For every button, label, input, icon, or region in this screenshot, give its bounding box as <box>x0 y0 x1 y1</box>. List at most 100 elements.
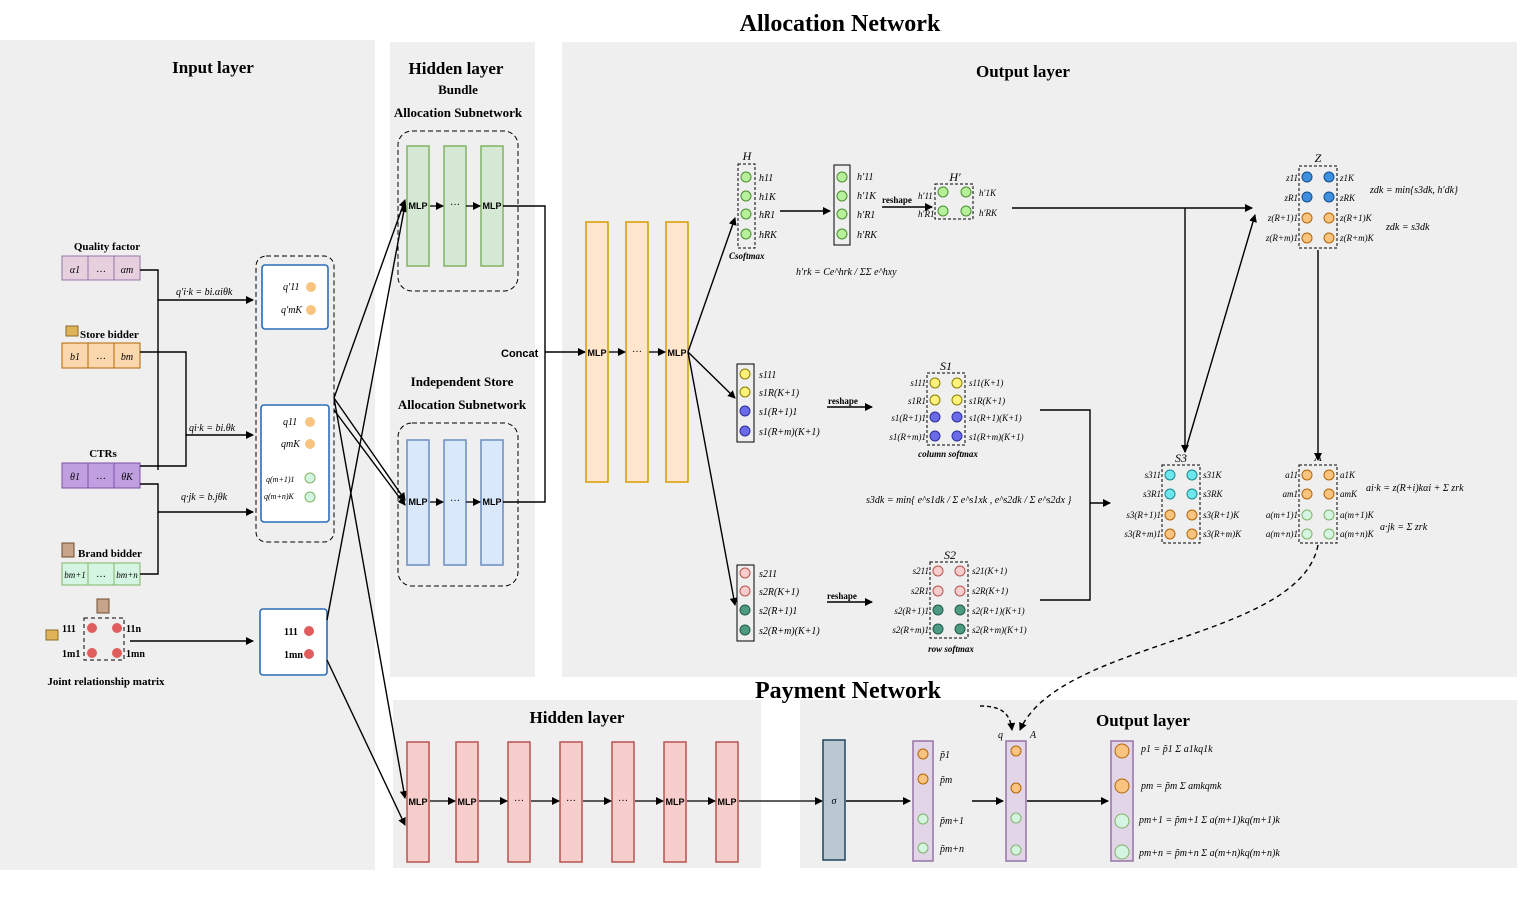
Hprime-node <box>960 205 972 217</box>
reshape-label-3: reshape <box>827 591 857 601</box>
store-small-icon <box>45 629 59 641</box>
payment-node <box>1114 743 1130 759</box>
z-formula-2: zdk = s3dk <box>1385 222 1430 233</box>
S3-right-2: s3(R+1)K <box>1203 510 1240 520</box>
sigma-label: σ <box>832 796 838 807</box>
brand-cell-2: … <box>96 569 106 580</box>
S3-left-0: s311 <box>1145 470 1161 480</box>
bundle-mlp-1 <box>406 145 430 267</box>
s1-label-2: s1(R+1)1 <box>759 407 797 418</box>
alloc-output-title: Output layer <box>976 62 1070 81</box>
independent-dots: … <box>450 493 460 504</box>
z-formula-1: zdk = min{s3dk, h′dk} <box>1369 185 1458 196</box>
S1-right-0: s11(K+1) <box>969 378 1003 388</box>
sigma-block <box>822 739 846 861</box>
store-cell-1: b1 <box>70 352 80 363</box>
output-mlp-label-3: MLP <box>668 348 687 358</box>
q-node <box>305 417 315 427</box>
reshape-label-1: reshape <box>882 195 912 205</box>
ctr-cell-1: θ1 <box>70 472 80 483</box>
output-mlp-2 <box>625 221 649 483</box>
Z-nodes <box>1301 171 1335 244</box>
Z-symbol: Z <box>1315 151 1322 165</box>
payment-vector <box>1110 740 1134 862</box>
h-label-1K: h1K <box>759 192 777 203</box>
S1-right-1: s1R(K+1) <box>969 396 1005 406</box>
Hprime-label-RK: h′RK <box>979 208 998 218</box>
pay-mlp-label-7: MLP <box>718 797 737 807</box>
H-symbol: H <box>742 149 753 163</box>
q-node <box>304 491 316 503</box>
S1-left-1: s1R1 <box>908 396 926 406</box>
one-11: 111 <box>284 627 298 638</box>
s2-vector <box>736 564 755 642</box>
quality-factor-vector <box>61 255 141 281</box>
ctr-cell-2: … <box>96 471 106 482</box>
Z-left-3: z(R+m)1 <box>1265 233 1298 243</box>
allocation-network-title: Allocation Network <box>740 11 941 37</box>
output-branch-arrows <box>687 217 738 606</box>
s1-label-1: s1R(K+1) <box>759 388 800 399</box>
S2-right-1: s2R(K+1) <box>972 586 1008 596</box>
S3-left-1: s3R1 <box>1143 489 1161 499</box>
ctrs-label: CTRs <box>89 448 117 460</box>
pm1-formula: pm+1 = p̃m+1 Σ a(m+1)kq(m+1)k <box>1138 815 1280 826</box>
A-right-1: amK <box>1340 489 1358 499</box>
S2-symbol: S2 <box>944 548 956 562</box>
store-cell-2: … <box>96 351 106 362</box>
one-box <box>259 608 328 676</box>
h-prime-formula: h′rk = Ce^hrk / ΣΣ e^hxy <box>796 267 897 278</box>
a-jk-formula: a·jk = Σ zrk <box>1380 522 1428 533</box>
independent-mlp-label-3: MLP <box>483 497 502 507</box>
S1-symbol: S1 <box>940 359 952 373</box>
S2-left-0: s211 <box>913 566 929 576</box>
column-softmax-label: column softmax <box>918 449 978 459</box>
quality-cell-2: … <box>96 264 106 275</box>
Z-right-0: z1K <box>1339 173 1355 183</box>
Hprime-node <box>937 186 949 198</box>
q-11: q11 <box>283 417 297 428</box>
pmn-formula: pm+n = p̃m+n Σ a(m+n)kq(m+n)k <box>1138 848 1280 859</box>
store-icon <box>65 325 79 337</box>
s1-node <box>739 368 751 380</box>
to-s3-lines <box>1040 409 1111 601</box>
store-bidder-label: Store bidder <box>80 329 139 341</box>
payment-node <box>1114 778 1130 794</box>
bundle-mlp-label-1: MLP <box>409 201 428 211</box>
s1-vector <box>736 363 755 443</box>
payment-mlps <box>406 741 739 863</box>
s2-node <box>739 604 751 616</box>
S2-grid <box>929 561 969 639</box>
ptilde-label-1: p̃1 <box>939 750 950 761</box>
S3-right-3: s3(R+m)K <box>1203 529 1242 539</box>
Hprime-label-R1: h′R1 <box>918 209 934 219</box>
ptilde-node <box>917 748 929 760</box>
q-node <box>304 472 316 484</box>
bundle-title-1: Bundle <box>438 82 478 97</box>
Hprime-label-1K: h′1K <box>979 188 997 198</box>
S1-nodes <box>929 377 963 442</box>
payment-node <box>1114 813 1130 829</box>
h-prime-node <box>836 208 848 220</box>
hidden-input-arrows <box>326 199 408 826</box>
a-to-payment-dashed <box>1019 544 1319 731</box>
A-left-3: a(m+n)1 <box>1266 529 1298 539</box>
q-prime-node <box>306 282 316 292</box>
Hprime-symbol: H′ <box>948 170 961 184</box>
pm-formula: pm = p̃m Σ amkqmk <box>1140 781 1222 792</box>
S3-nodes <box>1164 469 1198 540</box>
H-node <box>740 190 752 202</box>
a-ik-formula: ai·k = z(R+i)kαi + Σ zrk <box>1366 483 1464 494</box>
s3-to-z-arrow <box>1184 214 1257 453</box>
S1-left-0: s111 <box>910 378 926 388</box>
independent-mlp-1 <box>406 439 430 566</box>
S1-left-2: s1(R+1)1 <box>891 413 926 423</box>
S2-right-3: s2(R+m)(K+1) <box>972 625 1027 635</box>
H-node <box>740 171 752 183</box>
independent-title-2: Allocation Subnetwork <box>398 397 527 412</box>
s2-label-0: s211 <box>759 569 777 580</box>
formula-q-ik: qi·k = bi.θk <box>189 423 236 434</box>
Z-left-0: z11 <box>1285 173 1298 183</box>
